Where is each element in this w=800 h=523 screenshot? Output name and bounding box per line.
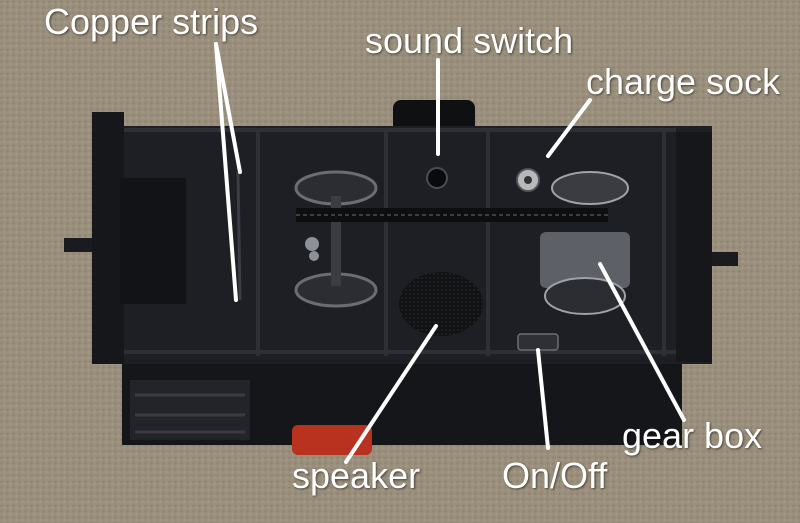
axle (331, 196, 341, 286)
copper-strips-pointer-b (214, 42, 238, 302)
sound-switch-label: sound switch (365, 20, 574, 61)
gear-box-wheel-bottom (544, 277, 626, 315)
copper-strips-label: Copper strips (44, 1, 259, 42)
gear-box-label: gear box (622, 415, 763, 456)
speaker-grille (399, 272, 483, 336)
gear-box-wheel-top (551, 171, 629, 205)
speaker-label: speaker (292, 455, 421, 496)
right-buffer-beam (676, 132, 712, 362)
left-coupler-tab (64, 238, 98, 252)
speaker-pointer (344, 324, 438, 464)
cab-steps (130, 380, 250, 440)
on-off-switch (517, 333, 559, 351)
red-wheel (292, 425, 372, 455)
left-buffer-beam (92, 112, 124, 364)
right-coupler-tab (708, 252, 738, 266)
copper-strips-pointer-a (214, 42, 242, 174)
sound-switch-knob (426, 167, 448, 189)
gear-box-pointer (598, 262, 686, 422)
charge-sock-pointer (546, 98, 592, 158)
charge-sock-label: charge sock (586, 61, 781, 102)
on-off-label: On/Off (502, 455, 608, 496)
cab-plate (120, 178, 186, 304)
on-off-pointer (536, 348, 550, 450)
copper-strip (236, 171, 242, 301)
